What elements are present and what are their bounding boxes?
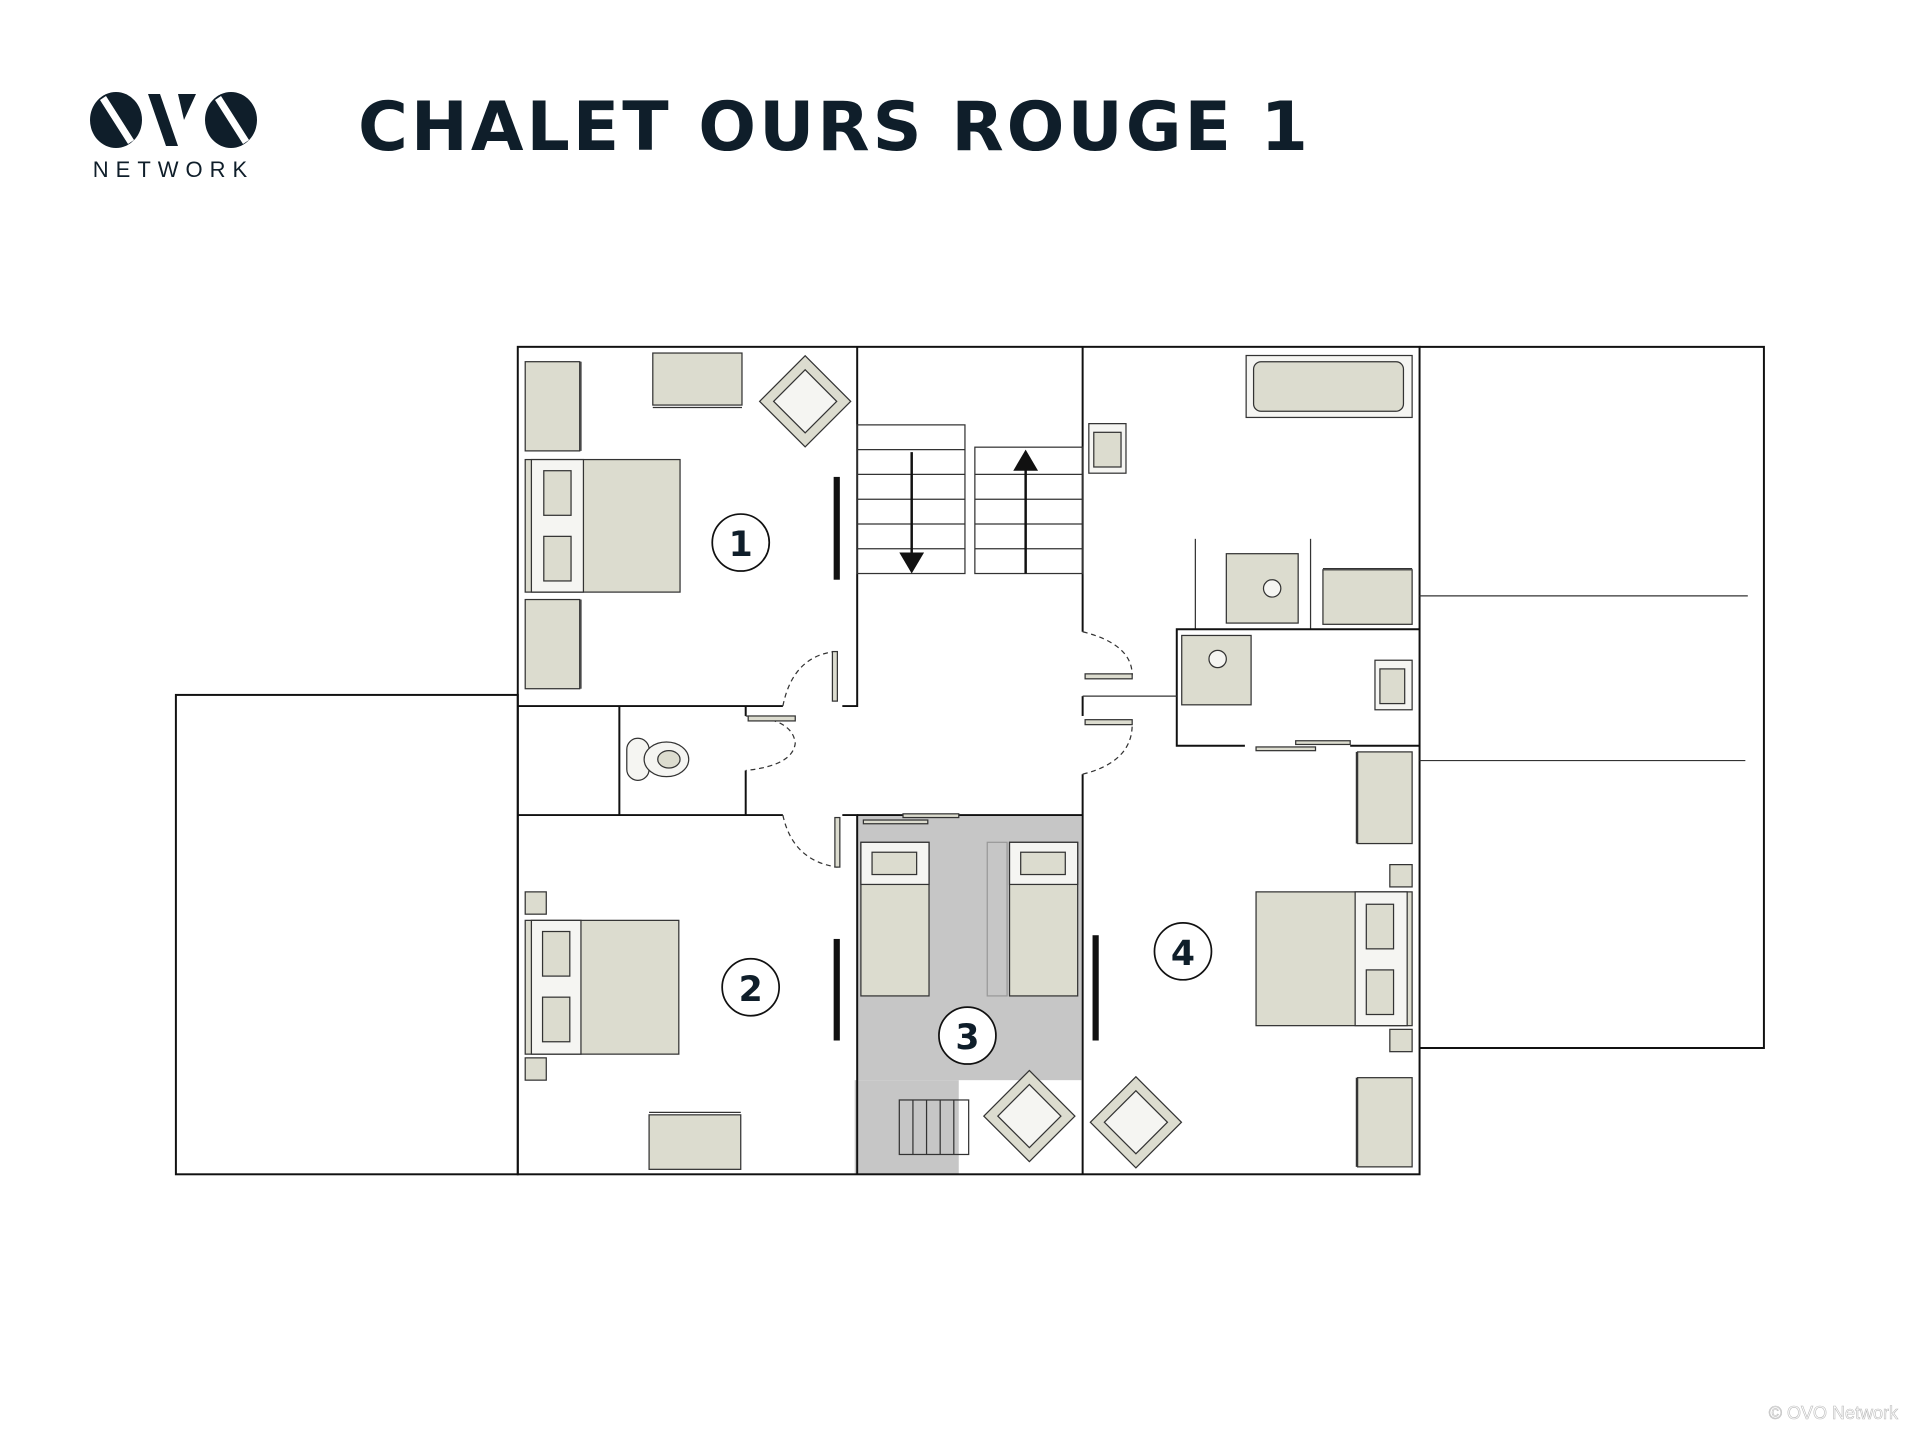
doors: [745, 631, 1351, 868]
plan-shape: [1365, 903, 1395, 950]
plan-shape: [1082, 724, 1133, 775]
plan-shape: [1252, 361, 1405, 412]
double-bed-icon: [524, 458, 681, 593]
plan-shape: [1295, 740, 1351, 746]
plan-shape: 3: [955, 1018, 979, 1058]
plan-shape: [772, 368, 838, 434]
plan-shape: [1103, 1089, 1169, 1155]
armchair-icon: [758, 354, 852, 448]
plan-shape: [782, 650, 835, 707]
room-label-2: 2: [721, 957, 781, 1017]
bathroom-fixtures: [1088, 354, 1413, 711]
wardrobe: [524, 361, 581, 452]
plan-shape: [902, 813, 960, 819]
plan-shape: [543, 470, 572, 516]
shower-icon: [1225, 553, 1299, 624]
page-title: CHALET OURS ROUGE 1: [358, 88, 1311, 167]
armchair-icon: [982, 1069, 1076, 1163]
room-label-3: 3: [938, 1006, 997, 1065]
plan-shape: [1084, 719, 1133, 726]
plan-shape: [862, 819, 929, 825]
plan-shape: [1175, 628, 1420, 747]
plan-shape: [721, 957, 781, 1017]
staircase-up: [974, 446, 1084, 575]
room-4-furniture: [1089, 751, 1413, 1169]
plan-shape: [1255, 746, 1317, 752]
ladder-stairs-icon: [898, 1099, 970, 1156]
plan-shape: [898, 1099, 970, 1156]
room-label-1: 1: [711, 513, 771, 572]
plan-shape: [1379, 668, 1406, 705]
interior-walls: [517, 346, 1420, 1175]
double-bed-icon: [1255, 891, 1413, 1027]
vanity: [1322, 569, 1413, 625]
plan-shape: [541, 996, 571, 1043]
plan-shape: [996, 1083, 1062, 1149]
armchair-icon: [1089, 1075, 1183, 1169]
plan-shape: [854, 1080, 959, 1175]
single-bed-icon: [860, 841, 930, 997]
plan-shape: [1084, 673, 1133, 680]
plan-shape: [1262, 579, 1282, 598]
arrow-up-icon: [1013, 449, 1039, 471]
plan-shape: [174, 693, 519, 1176]
plan-shape: [1082, 631, 1133, 676]
toilet-icon: [626, 737, 690, 782]
plan-shape: [1365, 969, 1395, 1016]
staircase-down: [856, 424, 966, 575]
wardrobe: [1357, 1077, 1413, 1168]
dresser: [652, 352, 743, 406]
tv-icon: [1092, 935, 1099, 1041]
plan-shape: [1419, 345, 1765, 1049]
plan-shape: [974, 473, 1083, 550]
plan-shape: [1020, 851, 1066, 876]
plan-shape: [912, 1099, 955, 1155]
plan-shape: [834, 816, 841, 868]
nightstand: [1389, 1028, 1413, 1053]
room-label-4: 4: [1153, 921, 1213, 981]
shower-icon: [1181, 634, 1252, 706]
plan-shape: 4: [1171, 934, 1195, 974]
plan-shape: [782, 814, 838, 868]
plan-shape: [1208, 649, 1227, 669]
arrow-down-icon: [899, 552, 925, 574]
tv-icon: [833, 476, 840, 580]
plan-shape: [745, 715, 796, 772]
plan-shape: [711, 513, 771, 572]
plan-shape: [1093, 431, 1122, 468]
room-2-furniture: [524, 891, 840, 1170]
tv-icon: [833, 938, 840, 1041]
exterior-walls: [174, 345, 1765, 1176]
wardrobe: [1357, 751, 1413, 845]
dresser: [648, 1114, 742, 1170]
ovo-network-logo: NETWORK: [86, 90, 261, 183]
plan-shape: [986, 841, 1008, 997]
plan-shape: 2: [739, 970, 763, 1010]
plan-shape: [831, 650, 838, 702]
wardrobe: [524, 598, 581, 690]
double-bed-icon: [524, 919, 680, 1055]
ovo-logo-mark: [90, 92, 257, 148]
room-1-furniture: [524, 352, 852, 690]
single-bed-icon: [1008, 841, 1079, 997]
nightstand: [1389, 864, 1413, 888]
plan-shape: [938, 1006, 997, 1065]
plan-shape: [871, 851, 918, 876]
room-3-furniture: [860, 841, 1099, 1163]
copyright: © OVO Network: [1768, 1403, 1898, 1424]
plan-shape: [1153, 921, 1213, 981]
plan-shape: [541, 930, 571, 977]
plan-shape: [747, 715, 796, 722]
plan-shape: [974, 446, 1084, 575]
nightstand: [524, 1057, 547, 1081]
logo-subtext: NETWORK: [92, 157, 255, 182]
plan-shape: 1: [729, 525, 753, 565]
plan-shape: [657, 750, 681, 769]
nightstand: [524, 891, 547, 915]
plan-shape: [543, 535, 572, 582]
